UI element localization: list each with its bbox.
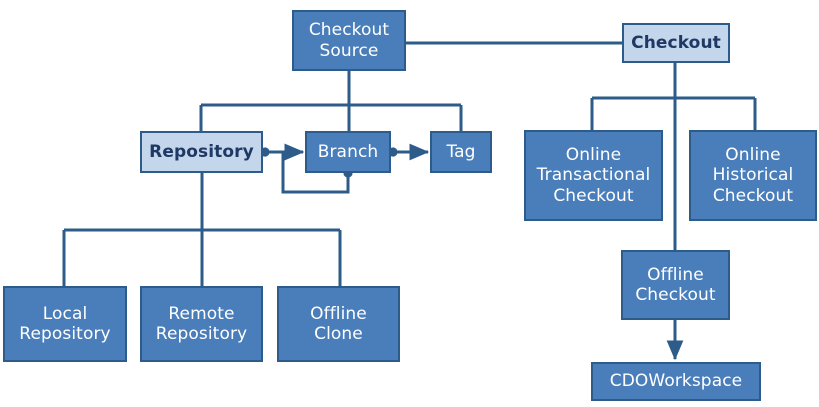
node-branch-label: Branch — [317, 141, 379, 162]
node-tag[interactable]: Tag — [430, 131, 492, 173]
node-checkout[interactable]: Checkout — [622, 23, 730, 63]
node-repository-label: Repository — [149, 141, 254, 162]
node-cdoworkspace[interactable]: CDOWorkspace — [591, 362, 761, 401]
node-cdoworkspace-label: CDOWorkspace — [609, 371, 743, 392]
node-repository[interactable]: Repository — [140, 131, 263, 173]
node-tag-label: Tag — [446, 141, 476, 162]
edge-branch-self-loop — [281, 143, 350, 194]
node-checkout-label: Checkout — [631, 32, 721, 53]
node-branch[interactable]: Branch — [305, 131, 391, 173]
